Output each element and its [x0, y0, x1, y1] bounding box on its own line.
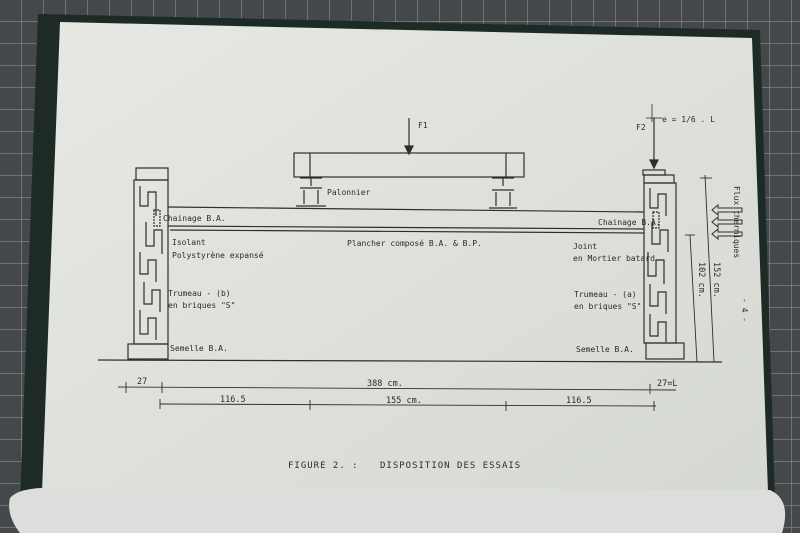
trumeau-b-material-label: en briques "S": [168, 301, 235, 310]
figure-title: DISPOSITION DES ESSAIS: [380, 461, 521, 471]
paper-sheet: [42, 22, 768, 492]
semelle-right-label: Semelle B.A.: [576, 345, 634, 354]
labels: F1 F2 e = 1/6 . L Palonnier Chainage B.A…: [137, 115, 749, 471]
plancher-label: Plancher composé B.A. & B.P.: [347, 238, 482, 248]
joint-material-label: en Mortier batard: [573, 254, 655, 263]
left-segment-dimension: 116.5: [220, 395, 246, 405]
right-wall-dimension: 27=L: [657, 379, 677, 389]
semelle-left-label: Semelle B.A.: [170, 344, 228, 353]
figure-number: FIGURE 2. :: [288, 461, 359, 471]
isolant-label: Isolant: [172, 238, 206, 247]
chainage-right-label: Chainage B.A.: [598, 218, 661, 227]
f1-label: F1: [418, 121, 428, 130]
trumeau-a-material-label: en briques "S": [574, 302, 641, 311]
floor-slab: [167, 206, 645, 234]
height-dimensions: [685, 174, 715, 363]
support-left: [296, 177, 326, 207]
flux-label: Flux thermiques: [732, 186, 741, 258]
trumeau-b-label: Trumeau - (b): [168, 289, 231, 298]
height-102-label: 102 cm.: [696, 262, 706, 298]
left-wall-dimension: 27: [137, 377, 147, 387]
support-right: [489, 177, 517, 209]
curled-page: [9, 487, 786, 533]
f2-label: F2: [636, 123, 646, 132]
height-152-label: 152 cm.: [711, 262, 721, 298]
middle-segment-dimension: 155 cm.: [386, 396, 422, 406]
left-pier-trumeau-b: [127, 167, 169, 360]
heat-flux-arrows: [711, 203, 743, 241]
isolant-material-label: Polystyrène expansé: [172, 250, 264, 260]
palonnier-label: Palonnier: [327, 188, 371, 197]
eccentricity-label: e = 1/6 . L: [662, 115, 715, 124]
joint-label: Joint: [573, 242, 597, 251]
page-number: - 4 -: [740, 298, 749, 322]
right-pier-trumeau-a: [642, 169, 685, 360]
trumeau-a-label: Trumeau - (a): [574, 290, 637, 299]
diagram: [97, 104, 743, 411]
total-span-dimension: 388 cm.: [367, 379, 403, 389]
chainage-left-label: Chainage B.A.: [163, 214, 226, 223]
right-segment-dimension: 116.5: [566, 396, 592, 406]
width-dimensions: [117, 382, 677, 411]
ground-line: [97, 359, 723, 363]
